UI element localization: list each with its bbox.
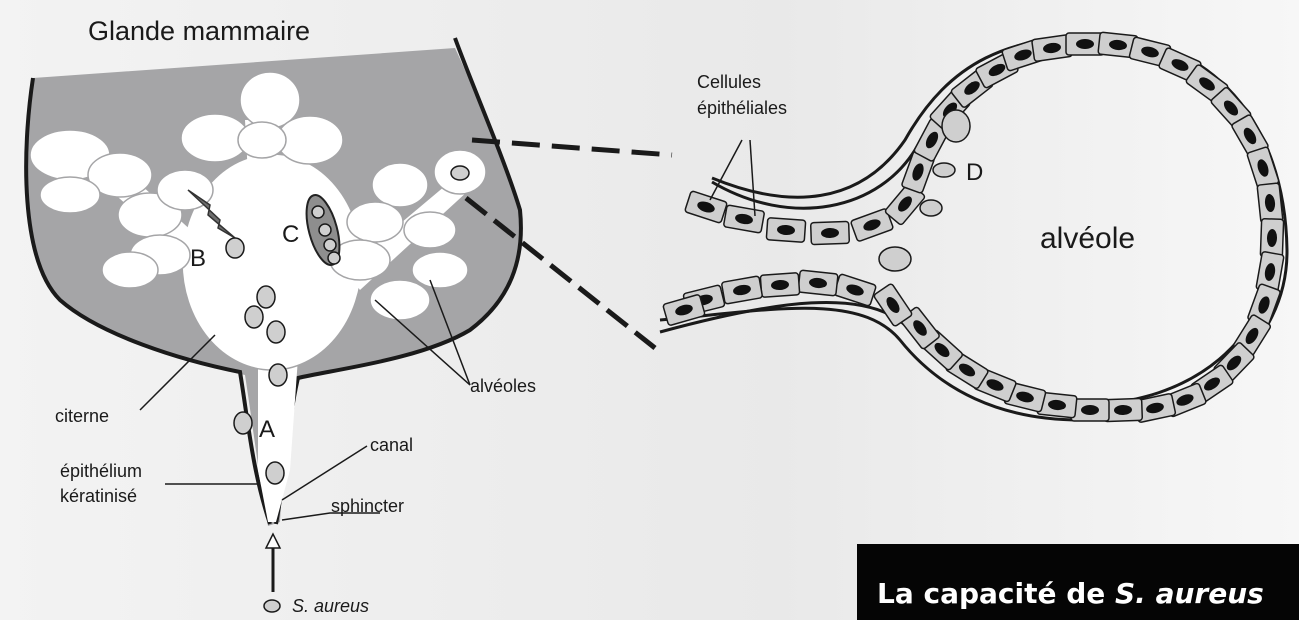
- label-epithelium-2: kératinisé: [60, 486, 137, 506]
- label-cellules-1: Cellules: [697, 72, 761, 92]
- caption-banner: La capacité de S. aureus: [857, 544, 1299, 620]
- label-sphincter: sphincter: [331, 496, 404, 516]
- diagram-title: Glande mammaire: [88, 16, 310, 46]
- epithelial-cell: [685, 191, 728, 224]
- entry-arrow-head: [266, 534, 280, 548]
- label-citerne: citerne: [55, 406, 109, 426]
- marker-d: D: [966, 159, 983, 186]
- label-cellules-2: épithéliales: [697, 98, 787, 118]
- epithelial-cell: [766, 218, 805, 243]
- label-alveole: alvéole: [1040, 222, 1135, 255]
- label-canal: canal: [370, 435, 413, 455]
- caption-species: S. aureus: [1115, 577, 1264, 610]
- label-s-aureus: S. aureus: [292, 596, 369, 616]
- epithelial-cell: [811, 221, 850, 244]
- label-epithelium-1: épithélium: [60, 461, 142, 481]
- caption-prefix: La capacité de: [877, 577, 1115, 610]
- epithelial-cell: [1257, 183, 1283, 223]
- label-alveoles: alvéoles: [470, 376, 536, 396]
- epithelial-cell: [760, 273, 799, 298]
- marker-c: C: [282, 221, 299, 248]
- marker-b: B: [190, 245, 206, 272]
- epithelial-cell: [721, 276, 762, 304]
- epithelial-cell: [723, 205, 764, 233]
- epithelial-cell: [798, 270, 838, 296]
- caption-text: La capacité de S. aureus: [877, 577, 1264, 610]
- marker-a: A: [259, 416, 275, 443]
